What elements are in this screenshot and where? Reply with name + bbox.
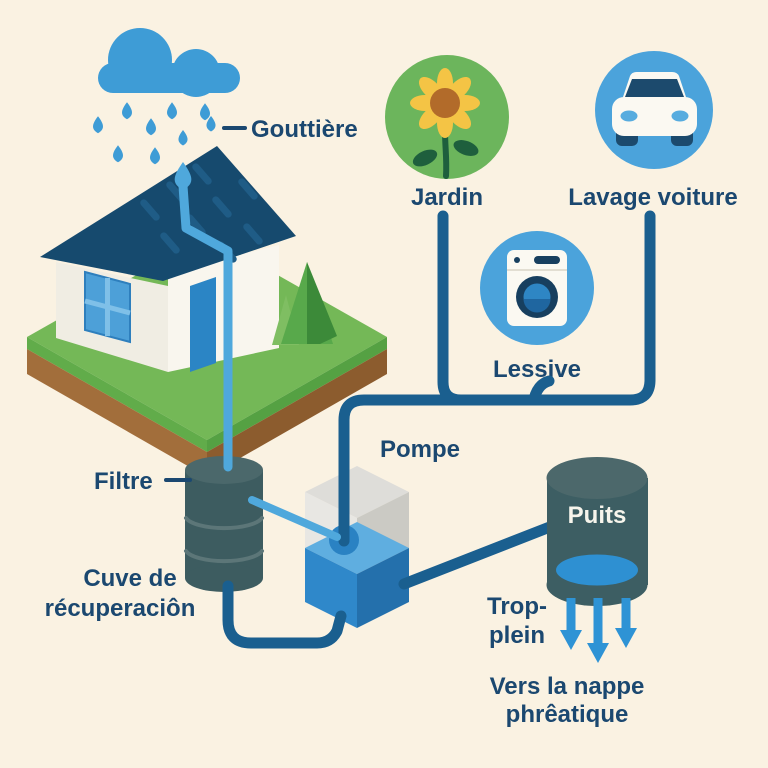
gutter-funnel-drop bbox=[174, 162, 192, 190]
groundwater-label-line2: phrêatique bbox=[506, 701, 629, 728]
tank-label-line1: Cuve de bbox=[83, 565, 176, 592]
grass-edge-right bbox=[207, 337, 387, 452]
pine-tree-icon bbox=[281, 262, 337, 344]
grass-edge-left bbox=[27, 337, 207, 452]
car-icon bbox=[612, 72, 697, 146]
pump-label: Pompe bbox=[380, 436, 460, 463]
pump-icon bbox=[305, 466, 409, 628]
arrow-down-icon bbox=[587, 598, 609, 663]
pipe-tank-to-pump-bottom bbox=[222, 580, 347, 649]
groundwater-label-line1: Vers la nappe bbox=[490, 673, 645, 700]
washing-machine-icon bbox=[507, 250, 567, 326]
window-icon bbox=[84, 270, 131, 344]
arrow-down-icon bbox=[615, 598, 637, 648]
pump-water-right bbox=[357, 548, 409, 628]
pipe-pump-to-well bbox=[398, 517, 566, 590]
well-label: Puits bbox=[568, 502, 627, 529]
well-water bbox=[556, 554, 638, 586]
well-icon: Puits bbox=[546, 457, 648, 606]
gutter-label: Gouttière bbox=[251, 116, 358, 143]
gutter-downspout-pipe bbox=[178, 181, 233, 472]
sunflower-icon bbox=[410, 68, 480, 179]
filter-label: Filtre bbox=[94, 468, 153, 495]
laundry-label: Lessive bbox=[493, 356, 581, 383]
roof bbox=[40, 146, 296, 281]
soil-right bbox=[207, 349, 387, 477]
car-wash-label: Lavage voiture bbox=[568, 184, 737, 211]
arrow-down-icon bbox=[560, 598, 582, 650]
rain-cloud-icon bbox=[98, 28, 240, 97]
soil-left bbox=[27, 349, 207, 477]
pipe-branch-garden bbox=[437, 210, 467, 406]
pipe-distribution-trunk bbox=[338, 210, 656, 547]
rain-drops bbox=[93, 102, 216, 165]
filter-tank-icon bbox=[184, 456, 264, 592]
garden-label: Jardin bbox=[411, 184, 483, 211]
door-icon bbox=[190, 277, 216, 372]
overflow-label-line1: Trop- bbox=[487, 593, 547, 620]
pump-water-left bbox=[305, 548, 357, 628]
tank-label-line2: récuperaciôn bbox=[45, 595, 196, 622]
house-icon bbox=[27, 146, 387, 477]
labels: Gouttière Pompe Filtre Cuve de récuperac… bbox=[45, 116, 645, 728]
overflow-label-line2: plein bbox=[489, 622, 545, 649]
garden-node: Jardin bbox=[385, 55, 509, 211]
pipes bbox=[174, 162, 656, 649]
overflow-arrows bbox=[560, 598, 637, 663]
laundry-node: Lessive bbox=[480, 231, 594, 383]
pipe-branch-laundry bbox=[528, 375, 555, 405]
car-wash-node: Lavage voiture bbox=[568, 51, 738, 211]
pipe-tank-to-pump-inlet bbox=[248, 496, 341, 541]
